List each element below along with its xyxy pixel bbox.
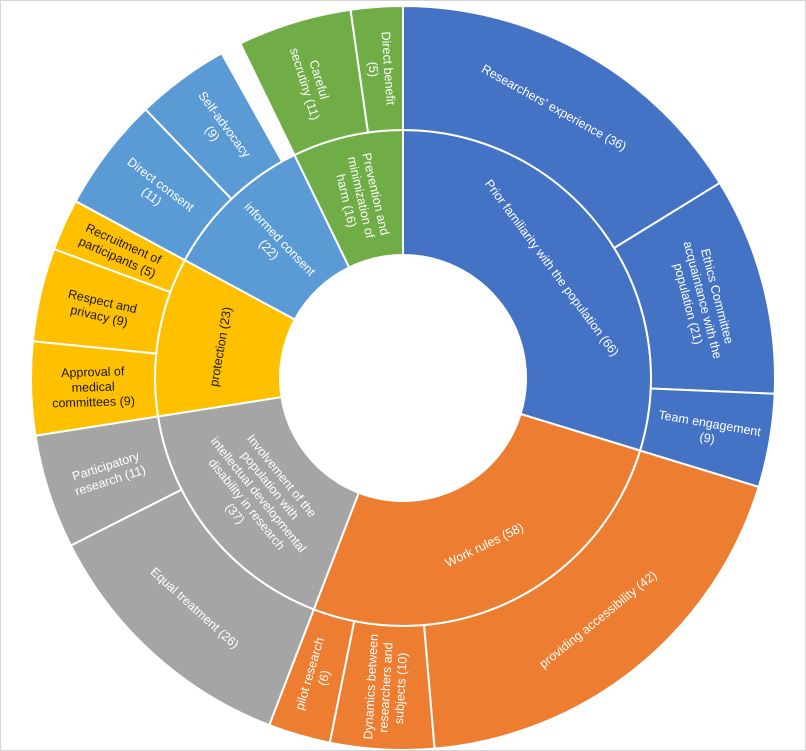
outer-segment-self-advocacy-9 bbox=[144, 51, 284, 201]
outer-label-approval-of-medical-committees-9: Approval ofmedicalcommittees (9) bbox=[51, 364, 135, 410]
inner-ring bbox=[154, 128, 652, 627]
outer-ring bbox=[30, 4, 776, 750]
outer-segment-providing-accessibility-42 bbox=[422, 449, 760, 750]
outer-label-direct-benefit-5: Direct benefit(5) bbox=[364, 31, 398, 107]
outer-label-dynamics-between-researchers-and-subjects-10: Dynamics betweenresearchers andsubjects … bbox=[361, 634, 411, 742]
outer-segment-direct-benefit-5 bbox=[349, 4, 404, 134]
